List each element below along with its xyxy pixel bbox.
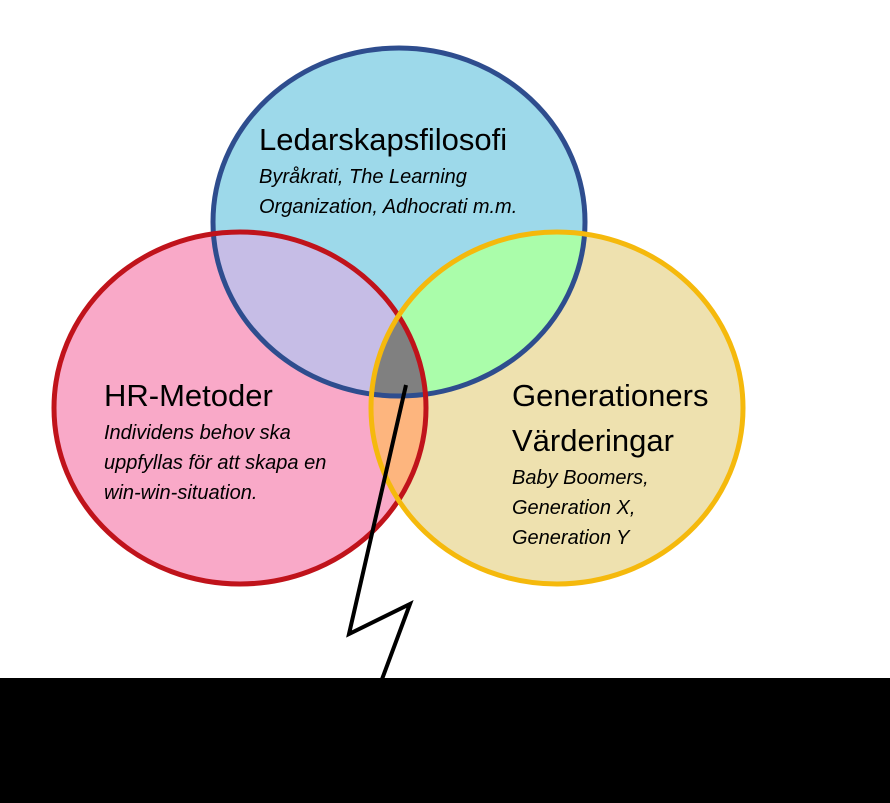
leadership-title: Ledarskapsfilosofi [259, 122, 507, 157]
generations-title-line1: Generationers [512, 378, 708, 413]
generations-desc-line2: Generation X, [512, 497, 635, 519]
hr-title: HR-Metoder [104, 378, 273, 413]
generations-circle-outline [368, 229, 746, 587]
leadership-desc-line2: Organization, Adhocrati m.m. [259, 196, 517, 218]
hr-desc-line2: uppfyllas för att skapa en [104, 452, 326, 474]
bottom-black-bar [0, 678, 890, 803]
hr-desc-line1: Individens behov ska [104, 422, 291, 444]
generations-title-line2: Värderingar [512, 423, 674, 458]
lightning-bolt-icon [346, 384, 414, 691]
hr-desc-line3: win-win-situation. [104, 482, 257, 504]
generations-desc-line1: Baby Boomers, [512, 467, 649, 489]
hr-circle-outline [51, 229, 429, 587]
leadership-circle-outline [210, 45, 588, 399]
generations-desc-line3: Generation Y [512, 527, 631, 549]
overlap-leadership-generations [371, 232, 585, 396]
leadership-desc-line1: Byråkrati, The Learning [259, 166, 467, 188]
overlap-leadership-hr [213, 232, 426, 396]
